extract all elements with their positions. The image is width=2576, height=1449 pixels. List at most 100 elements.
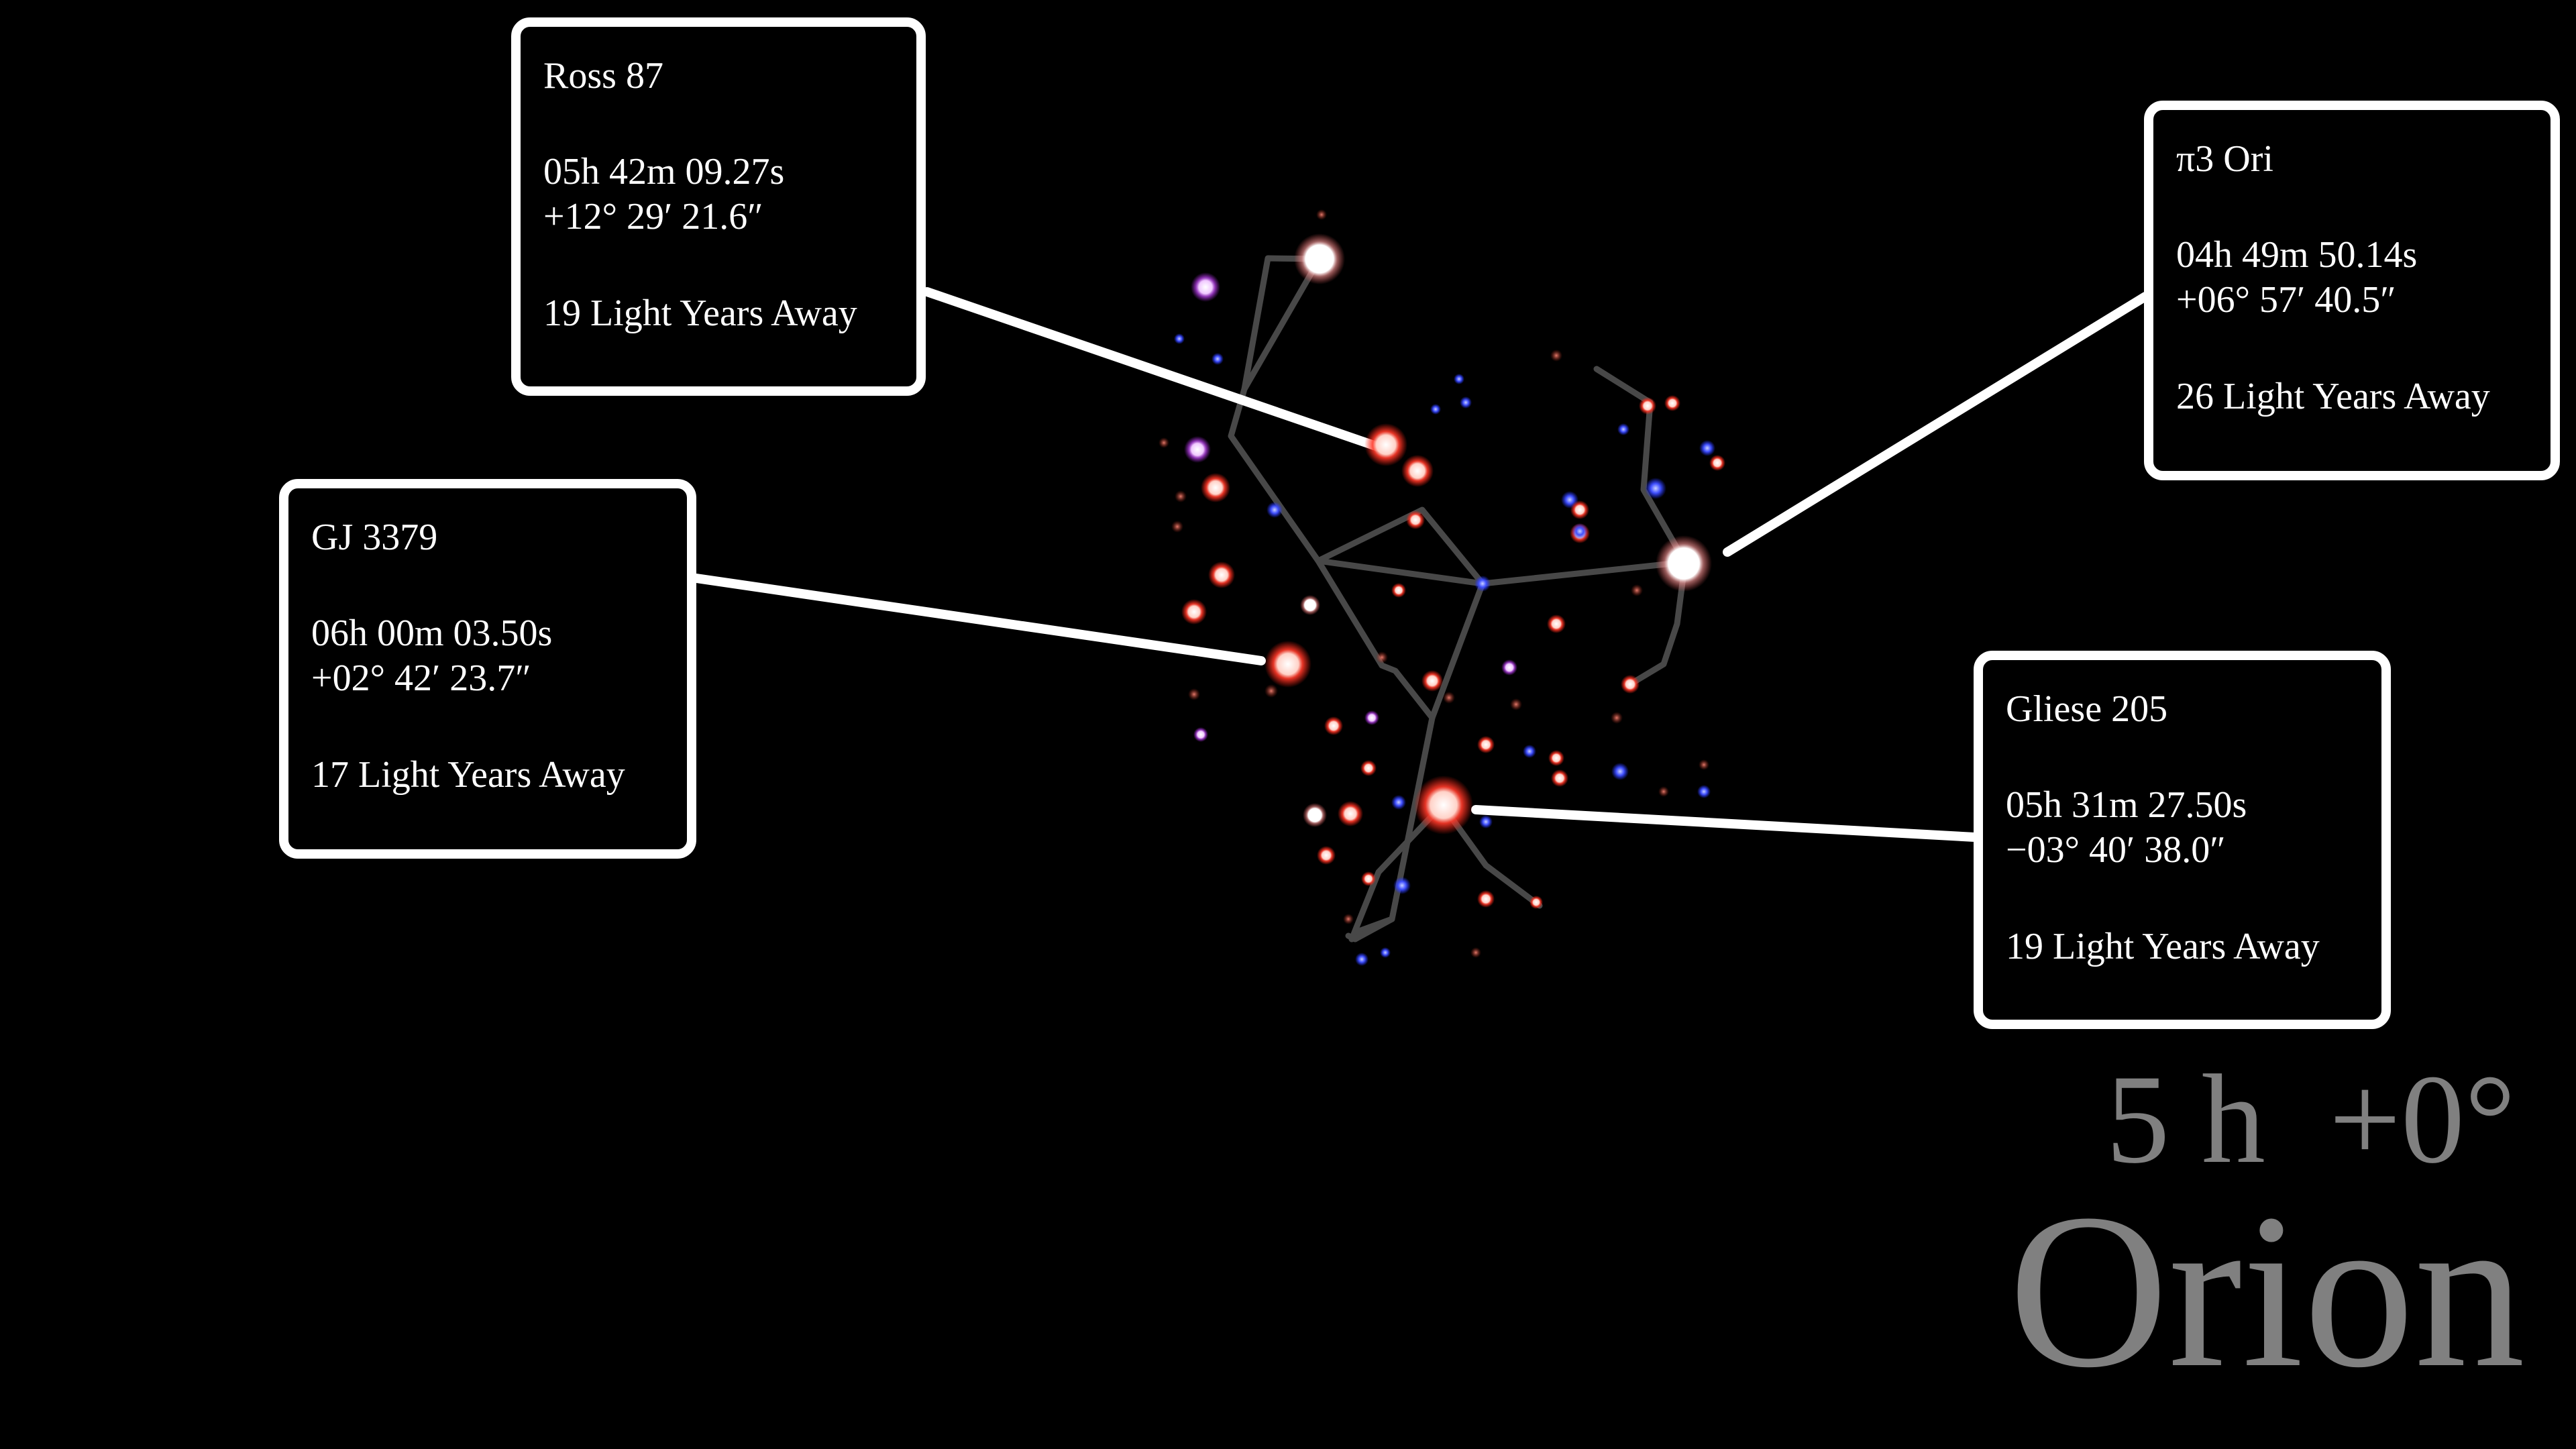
star	[1551, 769, 1568, 787]
star	[1316, 209, 1327, 220]
star	[1267, 502, 1283, 518]
star	[1188, 688, 1200, 700]
constellation-line	[1593, 366, 1688, 566]
star	[1212, 353, 1224, 365]
leader-line-ross	[922, 287, 1387, 453]
star	[1360, 760, 1377, 776]
right-ascension: 04h 49m 50.14s	[2176, 234, 2418, 276]
right-ascension: 06h 00m 03.50s	[311, 612, 553, 655]
declination: −03° 40′ 38.0″	[2006, 829, 2226, 871]
star	[1406, 511, 1425, 529]
callout-ross-87: Ross 87 05h 42m 09.27s +12° 29′ 21.6″ 19…	[511, 17, 926, 396]
constellation-line	[1429, 580, 1486, 721]
distance: 17 Light Years Away	[311, 753, 625, 796]
star-name: Gliese 205	[2006, 688, 2168, 730]
constellation-line	[1348, 802, 1446, 943]
star	[1621, 675, 1640, 694]
star-gliese-205	[1414, 775, 1473, 835]
constellation-line	[1315, 557, 1486, 587]
star	[1355, 953, 1368, 966]
star	[1477, 736, 1495, 753]
constellation-line	[1315, 506, 1688, 587]
callout-pi3-ori: π3 Ori 04h 49m 50.14s +06° 57′ 40.5″ 26 …	[2144, 101, 2560, 480]
declination: +02° 42′ 23.7″	[311, 657, 531, 700]
star	[1570, 500, 1589, 519]
star	[1376, 651, 1388, 663]
star	[1709, 455, 1725, 471]
right-ascension: 05h 42m 09.27s	[543, 151, 785, 193]
star	[1393, 877, 1411, 894]
star	[1401, 455, 1434, 487]
star	[1479, 815, 1493, 828]
leader-line-gj	[692, 574, 1266, 665]
star-ross-87	[1364, 423, 1407, 466]
right-ascension: 05h 31m 27.50s	[2006, 784, 2247, 826]
constellation-line	[1627, 559, 1688, 688]
leader-line-gliese	[1471, 805, 1980, 842]
star	[1265, 684, 1278, 698]
star	[1201, 473, 1230, 502]
star	[1474, 576, 1491, 592]
star	[1303, 803, 1327, 827]
star	[1391, 583, 1406, 598]
star	[1611, 712, 1623, 724]
star	[1443, 692, 1455, 704]
star	[1174, 333, 1185, 344]
constellation-coordinates: 5 h +0°	[2106, 1049, 2516, 1190]
star-name: GJ 3379	[311, 517, 438, 558]
star	[1300, 595, 1320, 615]
distance: 26 Light Years Away	[2176, 375, 2490, 417]
star	[1645, 478, 1666, 499]
field-stars	[1159, 209, 1725, 966]
star-name: Ross 87	[543, 55, 663, 97]
star	[1324, 716, 1343, 735]
star	[1391, 795, 1406, 810]
star	[1697, 785, 1711, 798]
star	[1529, 896, 1543, 909]
star	[1664, 395, 1680, 411]
highlighted-stars	[1265, 233, 1712, 835]
star	[1159, 437, 1169, 448]
star	[1208, 561, 1235, 588]
distance: 19 Light Years Away	[2006, 925, 2320, 967]
declination: +06° 57′ 40.5″	[2176, 279, 2396, 321]
star	[1317, 846, 1336, 865]
star	[1421, 670, 1443, 692]
star	[1523, 745, 1536, 758]
star	[1572, 523, 1588, 539]
star	[1343, 914, 1354, 924]
star	[1699, 759, 1709, 770]
star	[1380, 947, 1391, 958]
star	[1699, 440, 1715, 456]
declination: +12° 29′ 21.6″	[543, 196, 763, 238]
star	[1364, 710, 1379, 725]
star	[1501, 659, 1517, 676]
star	[1550, 350, 1562, 362]
star	[1470, 947, 1481, 958]
star	[1658, 786, 1669, 797]
star	[1181, 599, 1207, 625]
star	[1454, 374, 1464, 384]
star	[1547, 614, 1566, 633]
star	[1361, 871, 1376, 886]
callout-gj-3379: GJ 3379 06h 00m 03.50s +02° 42′ 23.7″ 17…	[279, 479, 696, 859]
star-bright-top	[1294, 233, 1345, 284]
constellation-name: Orion	[2008, 1169, 2525, 1413]
star	[1171, 521, 1183, 533]
star	[1338, 801, 1363, 826]
distance: 19 Light Years Away	[543, 292, 857, 334]
leader-lines	[692, 287, 2150, 842]
star	[1460, 396, 1472, 409]
star-name: π3 Ori	[2176, 138, 2273, 180]
star	[1611, 763, 1629, 780]
star	[1175, 490, 1187, 502]
star	[1184, 436, 1211, 463]
star-gj-3379	[1265, 641, 1311, 688]
star	[1631, 584, 1643, 596]
callout-gliese-205: Gliese 205 05h 31m 27.50s −03° 40′ 38.0″…	[1974, 651, 2391, 1029]
star	[1191, 272, 1220, 302]
star	[1548, 750, 1564, 766]
star	[1639, 397, 1656, 415]
star	[1617, 423, 1629, 435]
